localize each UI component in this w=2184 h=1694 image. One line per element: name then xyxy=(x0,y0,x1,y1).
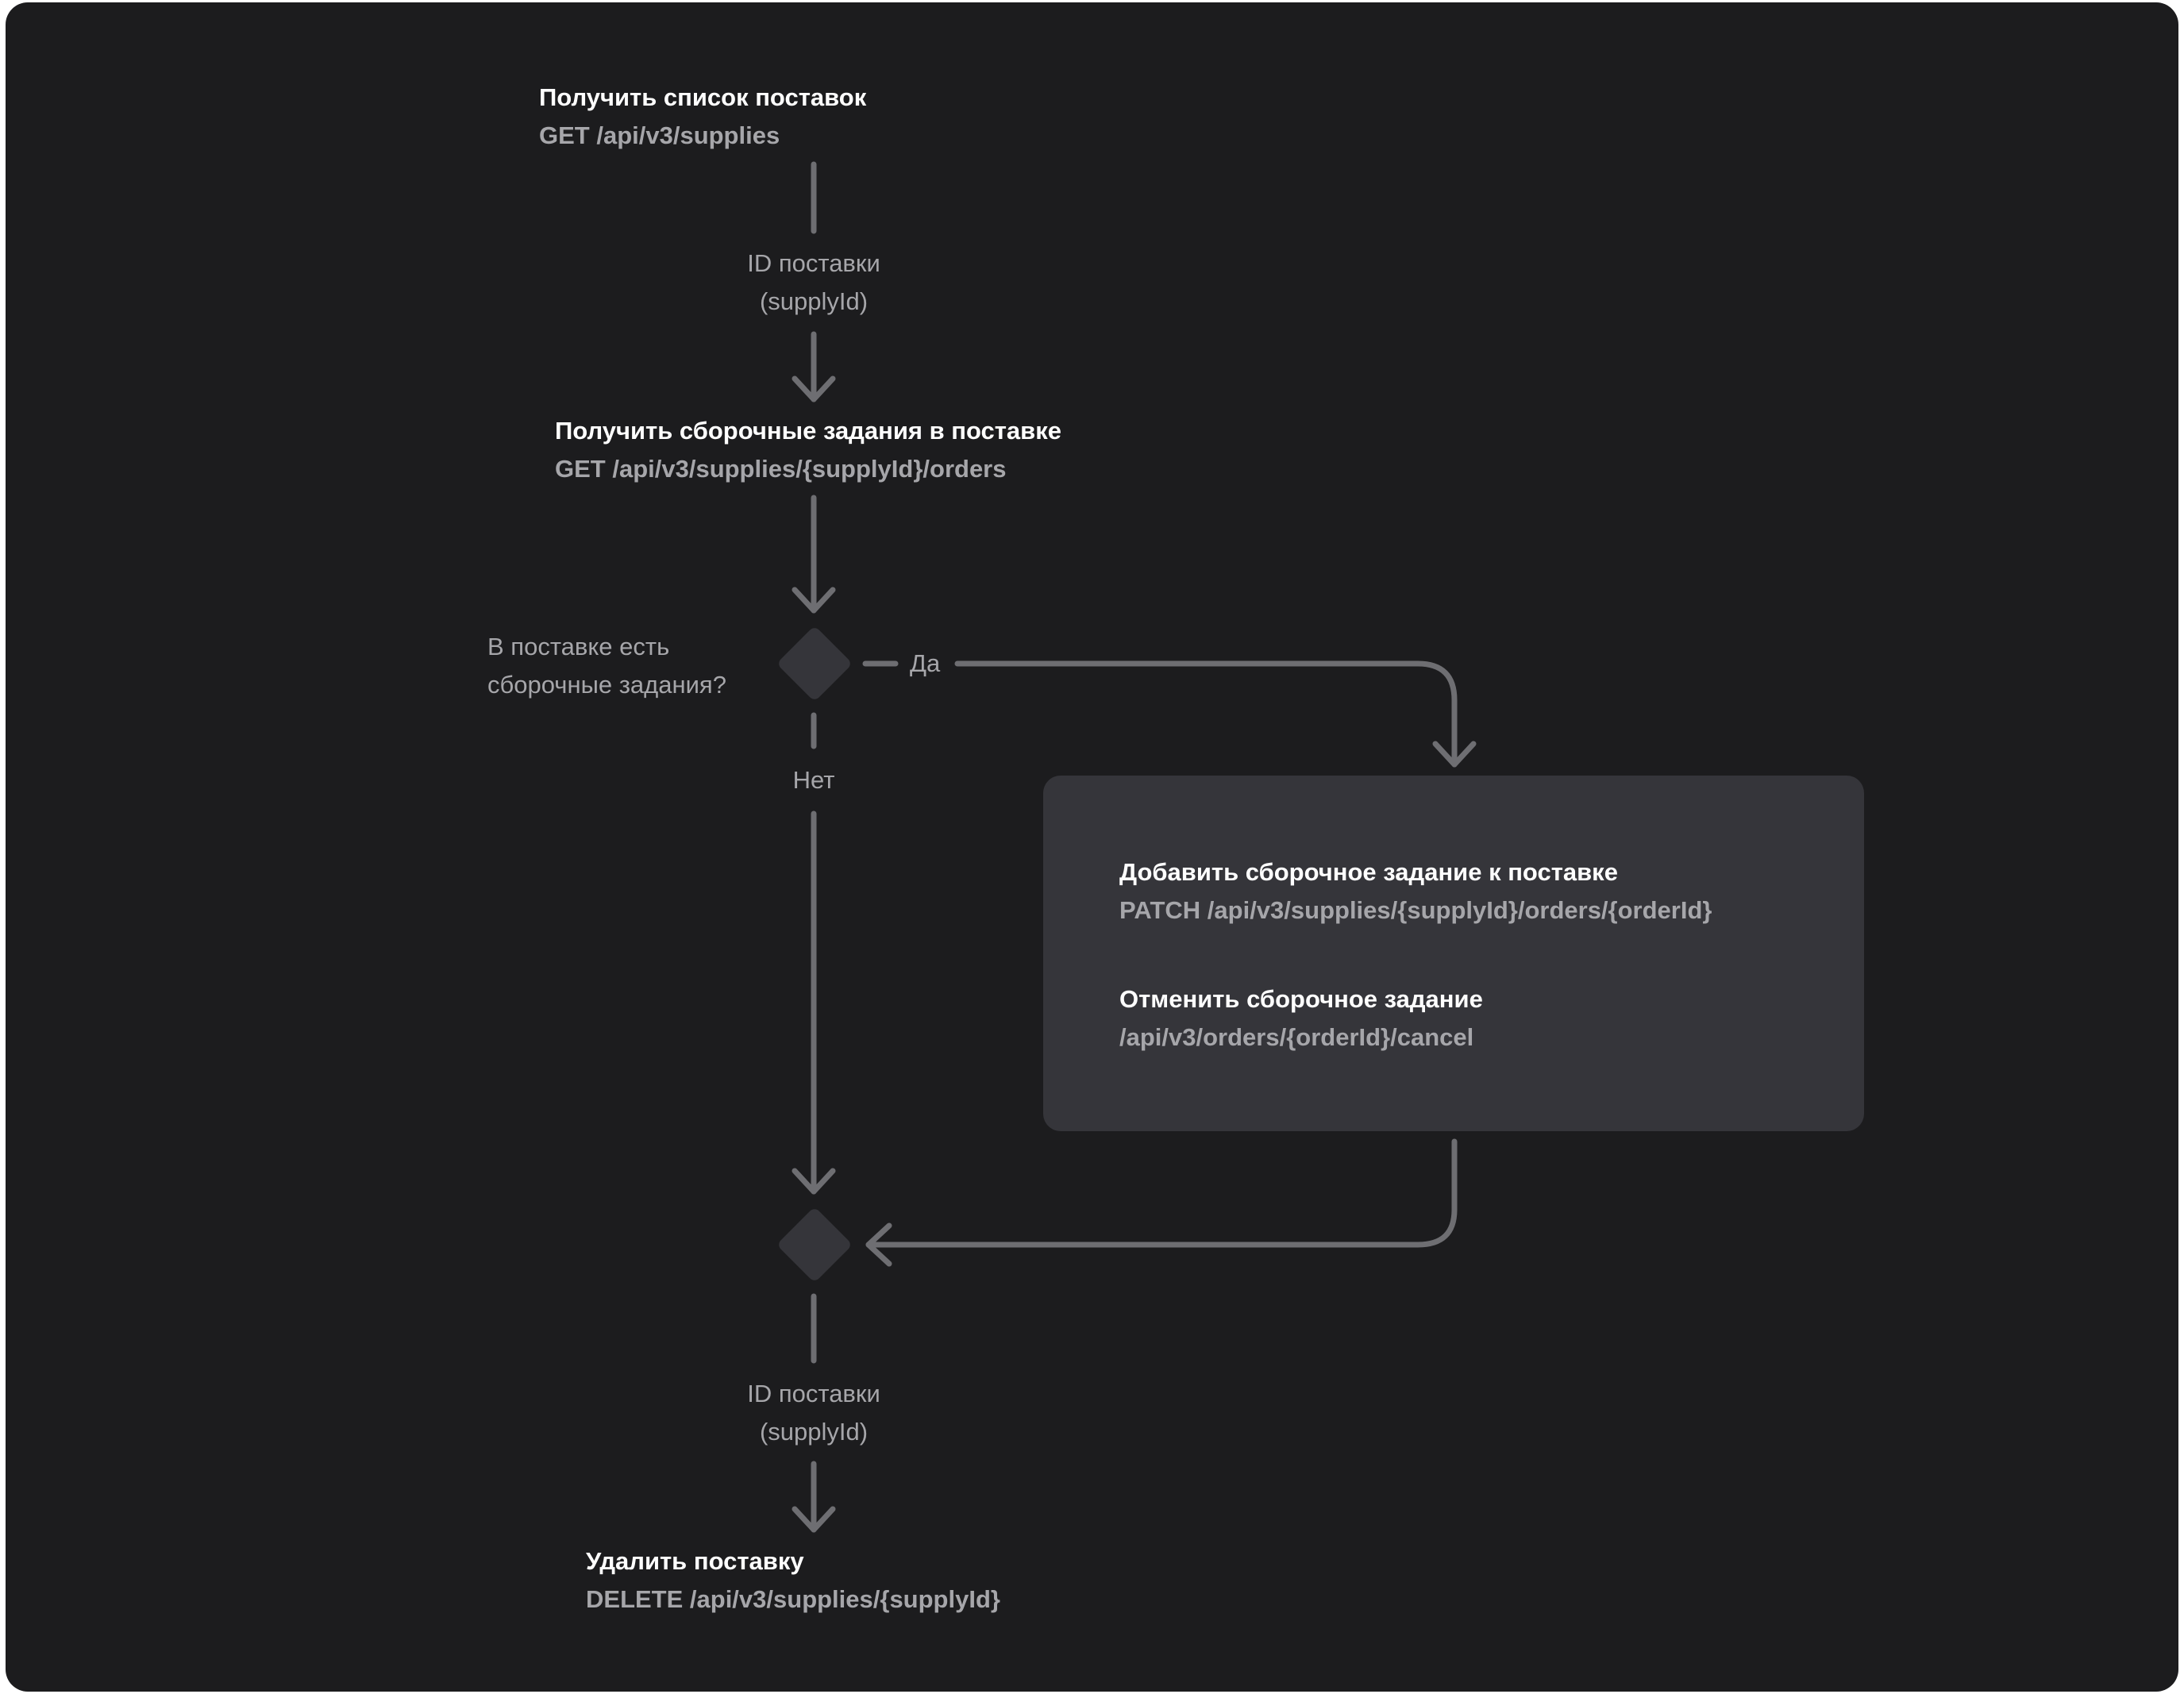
step-endpoint: DELETE /api/v3/supplies/{supplyId} xyxy=(586,1585,1000,1613)
edge-label-line: ID поставки xyxy=(747,249,880,277)
step-cancel-order: Отменить сборочное задание /api/v3/order… xyxy=(1119,980,1483,1057)
step-endpoint: GET /api/v3/supplies/{supplyId}/orders xyxy=(555,455,1007,483)
step-title: Отменить сборочное задание xyxy=(1119,985,1483,1013)
step-add-order: Добавить сборочное задание к поставке PA… xyxy=(1119,853,1712,930)
edge-label-supply-id-top: ID поставки (supplyId) xyxy=(747,244,880,321)
edge-label-line: (supplyId) xyxy=(759,287,869,315)
step-get-orders: Получить сборочные задания в поставке GE… xyxy=(555,412,1061,488)
edge-label-line: ID поставки xyxy=(747,1380,880,1407)
connector-yes-to-panel xyxy=(954,660,1458,768)
edge-label-no: Нет xyxy=(792,766,835,794)
step-title: Добавить сборочное задание к поставке xyxy=(1119,858,1618,886)
step-endpoint: /api/v3/orders/{orderId}/cancel xyxy=(1119,1023,1474,1051)
step-endpoint: GET /api/v3/supplies xyxy=(539,121,780,149)
edge-label-line: (supplyId) xyxy=(759,1418,869,1446)
step-title: Получить сборочные задания в поставке xyxy=(555,417,1061,445)
arrowhead-merge xyxy=(792,1168,836,1195)
arrowhead-orders xyxy=(792,375,836,402)
step-title: Получить список поставок xyxy=(539,83,867,111)
edge-label-supply-id-bottom: ID поставки (supplyId) xyxy=(747,1375,880,1451)
edge-label-yes: Да xyxy=(910,649,941,677)
arrowhead-decision xyxy=(792,587,836,614)
arrowhead-delete xyxy=(792,1506,836,1533)
step-title: Удалить поставку xyxy=(586,1547,804,1575)
decision-question-line: сборочные задания? xyxy=(487,671,726,699)
order-actions-panel xyxy=(1043,776,1864,1131)
decision-question: В поставке есть сборочные задания? xyxy=(487,628,726,704)
step-endpoint: PATCH /api/v3/supplies/{supplyId}/orders… xyxy=(1119,896,1712,924)
arrowhead-panel xyxy=(1432,741,1477,768)
step-delete-supply: Удалить поставку DELETE /api/v3/supplies… xyxy=(586,1542,1000,1619)
connector-panel-to-merge xyxy=(865,1138,1458,1248)
decision-question-line: В поставке есть xyxy=(487,633,670,660)
step-list-supplies: Получить список поставок GET /api/v3/sup… xyxy=(539,79,866,155)
arrowhead-merge-left xyxy=(865,1222,892,1267)
